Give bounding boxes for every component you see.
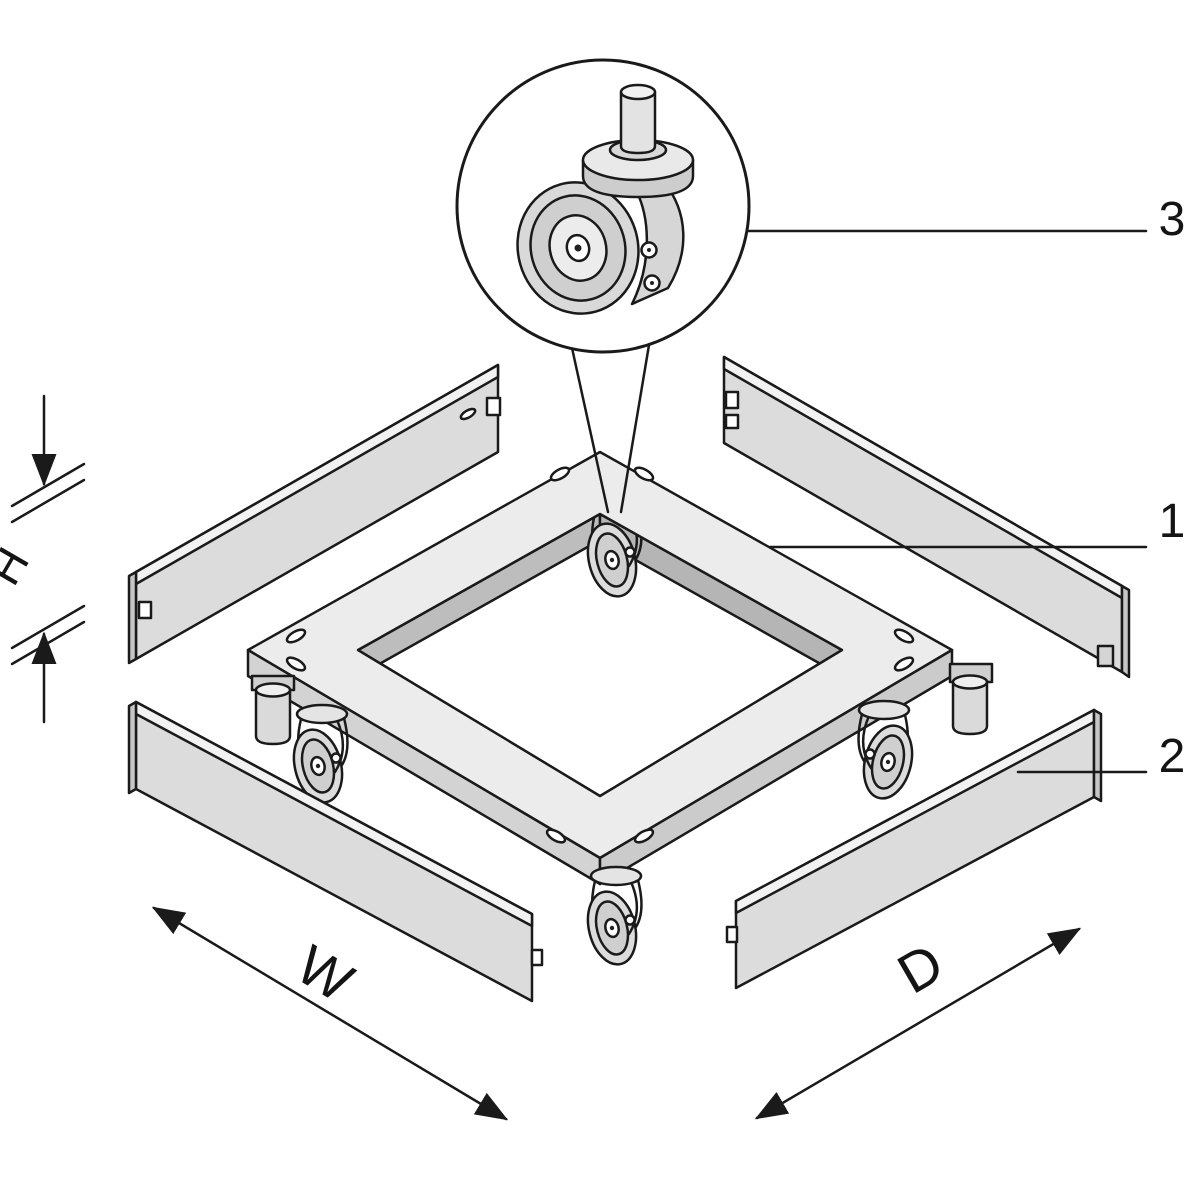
castor-detail-balloon [455,58,751,514]
extension-line [10,478,86,524]
panel-end-cap [127,570,138,665]
dimension-width [151,906,509,1121]
detail-stem-top [619,83,657,101]
extension-line [10,604,86,650]
detail-stem [619,90,657,155]
panel-end-cap [1092,708,1103,803]
castor-front [579,865,645,971]
dimension-label-width: W [286,933,364,1014]
detail-axle [574,244,582,252]
frame-slot [893,628,915,644]
callout-lines [745,229,1148,774]
frame-slot [285,656,307,672]
frame-slot [545,828,567,844]
dimension-arrow-width [151,906,509,1121]
frame-slot [893,656,915,672]
frame-slot [549,466,571,482]
detail-wheel [516,181,640,315]
callout-label-1: 1 [1159,495,1186,548]
side-panel-rear-left [127,363,502,665]
dimension-height [10,394,86,724]
levelling-foot-left [254,688,292,746]
castor-right [855,699,921,805]
levelling-foot-right-top [951,674,989,690]
panel-tab [137,600,153,620]
balloon-leader-right [619,343,651,514]
panel-slot [459,407,477,421]
dimension-label-depth: D [887,931,954,1006]
detail-fork [630,180,685,306]
panel-tab [530,948,544,967]
levelling-foot-left-top [254,682,292,698]
detail-bolt-center [647,248,651,252]
callout-label-3: 3 [1159,193,1186,246]
front-panel-right [725,708,1103,990]
panel-tab [725,925,739,944]
castor-base-frame [246,450,994,971]
dimension-label-height: H [0,539,39,594]
panel-foot [1096,644,1115,668]
panel-end-cap [127,700,138,795]
detail-bolt-center [650,281,654,285]
frame-slot [633,466,655,482]
side-panel-rear-right [722,355,1131,679]
balloon-leader-left [570,346,610,514]
panel-tab [724,413,740,430]
dimension-arrow-depth [754,927,1082,1120]
levelling-foot-right [951,680,989,736]
callout-label-2: 2 [1159,730,1186,783]
frame-slot [285,628,307,644]
dimension-depth [754,927,1082,1120]
panel-end-cap [1120,584,1131,679]
frame-slot [633,828,655,844]
panel-tab [724,390,740,410]
panel-tab [485,396,502,417]
